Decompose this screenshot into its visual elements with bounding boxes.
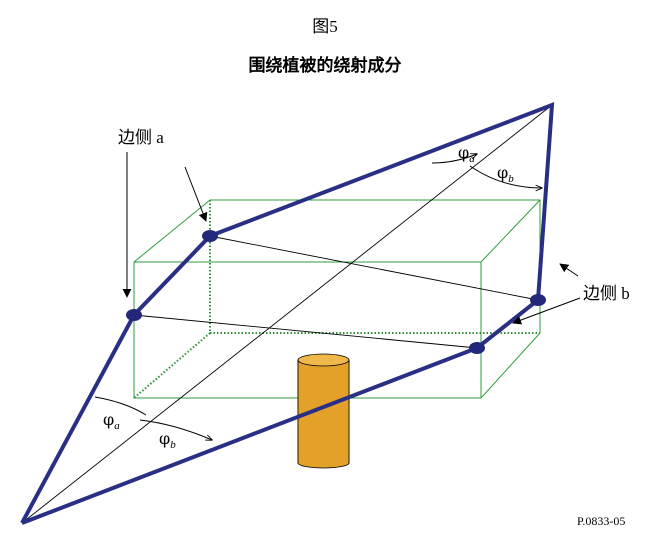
phi-a-bottom: φa (103, 410, 120, 432)
label-side-b: 边侧 b (583, 284, 630, 303)
box-edge-top-right (480, 199, 541, 263)
arc-phi-b-top (469, 165, 542, 188)
vegetation-box-hidden-edges (133, 200, 540, 399)
direct-line (21, 104, 553, 524)
node-bottom-right (469, 342, 485, 354)
angle-arcs (94, 154, 542, 440)
construction-lines (21, 104, 553, 524)
arc-phi-a-top (431, 154, 477, 164)
node-right (530, 294, 546, 306)
line-edge-a-to-edge-b (209, 235, 539, 301)
line-left-to-right (133, 314, 478, 349)
figure-title: 围绕植被的绕射成分 (248, 56, 402, 76)
diffraction-nodes (126, 230, 546, 354)
node-left (126, 309, 142, 321)
angle-labels: φa φb φa φb (103, 143, 514, 451)
figure-reference: P.0833-05 (577, 514, 626, 528)
figure-number: 图5 (312, 17, 338, 36)
label-side-a: 边侧 a (118, 128, 164, 147)
label-pointers (122, 152, 581, 325)
phi-b-top: φb (497, 163, 514, 185)
phi-b-bottom: φb (159, 429, 176, 451)
pointer-side-b-bottom (512, 297, 581, 325)
arc-phi-b-bottom (139, 419, 212, 440)
pointer-side-a-right (184, 166, 208, 222)
node-top-left (202, 230, 218, 242)
box-edge-bottom-right (480, 332, 541, 399)
box-back-face (210, 199, 541, 333)
arc-phi-a-bottom (94, 396, 147, 416)
box-edge-top-left (133, 199, 211, 263)
phi-a-top: φa (458, 143, 475, 165)
cylinder-obstacle (297, 353, 350, 469)
pointer-side-b-top (559, 263, 579, 277)
